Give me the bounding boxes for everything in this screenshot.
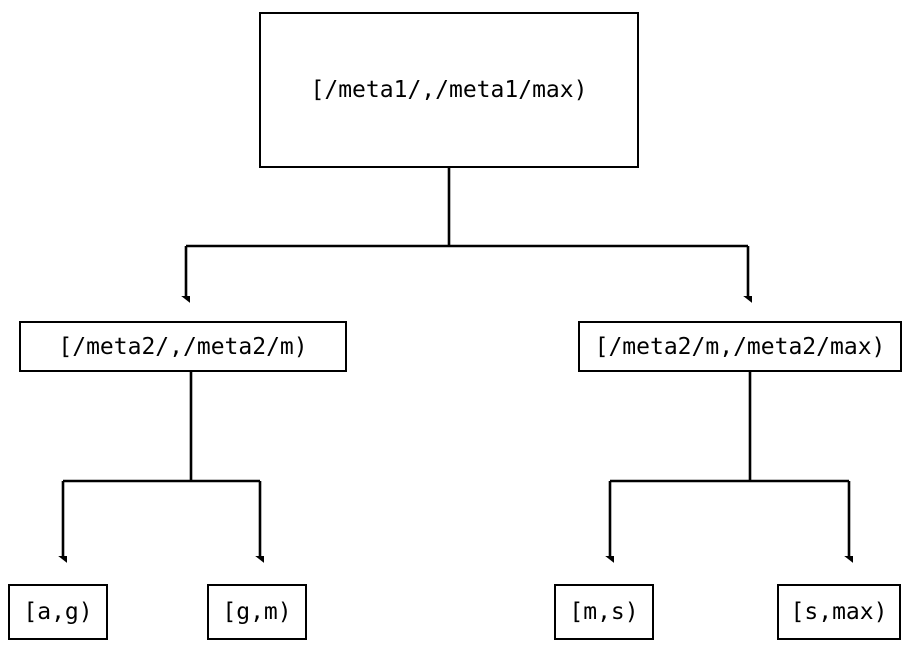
tree-node-leaf-3[interactable]: [m,s) [554, 584, 654, 640]
tree-node-leaf-4[interactable]: [s,max) [777, 584, 901, 640]
tree-node-leaf-1-label: [a,g) [23, 599, 93, 625]
tree-node-root-label: [/meta1/,/meta1/max) [310, 77, 588, 103]
tree-node-root[interactable]: [/meta1/,/meta1/max) [259, 12, 639, 168]
tree-node-mid-right[interactable]: [/meta2/m,/meta2/max) [578, 321, 902, 372]
tree-node-leaf-1[interactable]: [a,g) [8, 584, 108, 640]
tree-node-mid-left-label: [/meta2/,/meta2/m) [58, 333, 308, 360]
tree-node-leaf-2[interactable]: [g,m) [207, 584, 307, 640]
tree-node-mid-right-label: [/meta2/m,/meta2/max) [594, 333, 886, 360]
tree-node-mid-left[interactable]: [/meta2/,/meta2/m) [19, 321, 347, 372]
tree-node-leaf-4-label: [s,max) [790, 599, 888, 625]
tree-node-leaf-3-label: [m,s) [569, 599, 639, 625]
tree-node-leaf-2-label: [g,m) [222, 599, 292, 625]
